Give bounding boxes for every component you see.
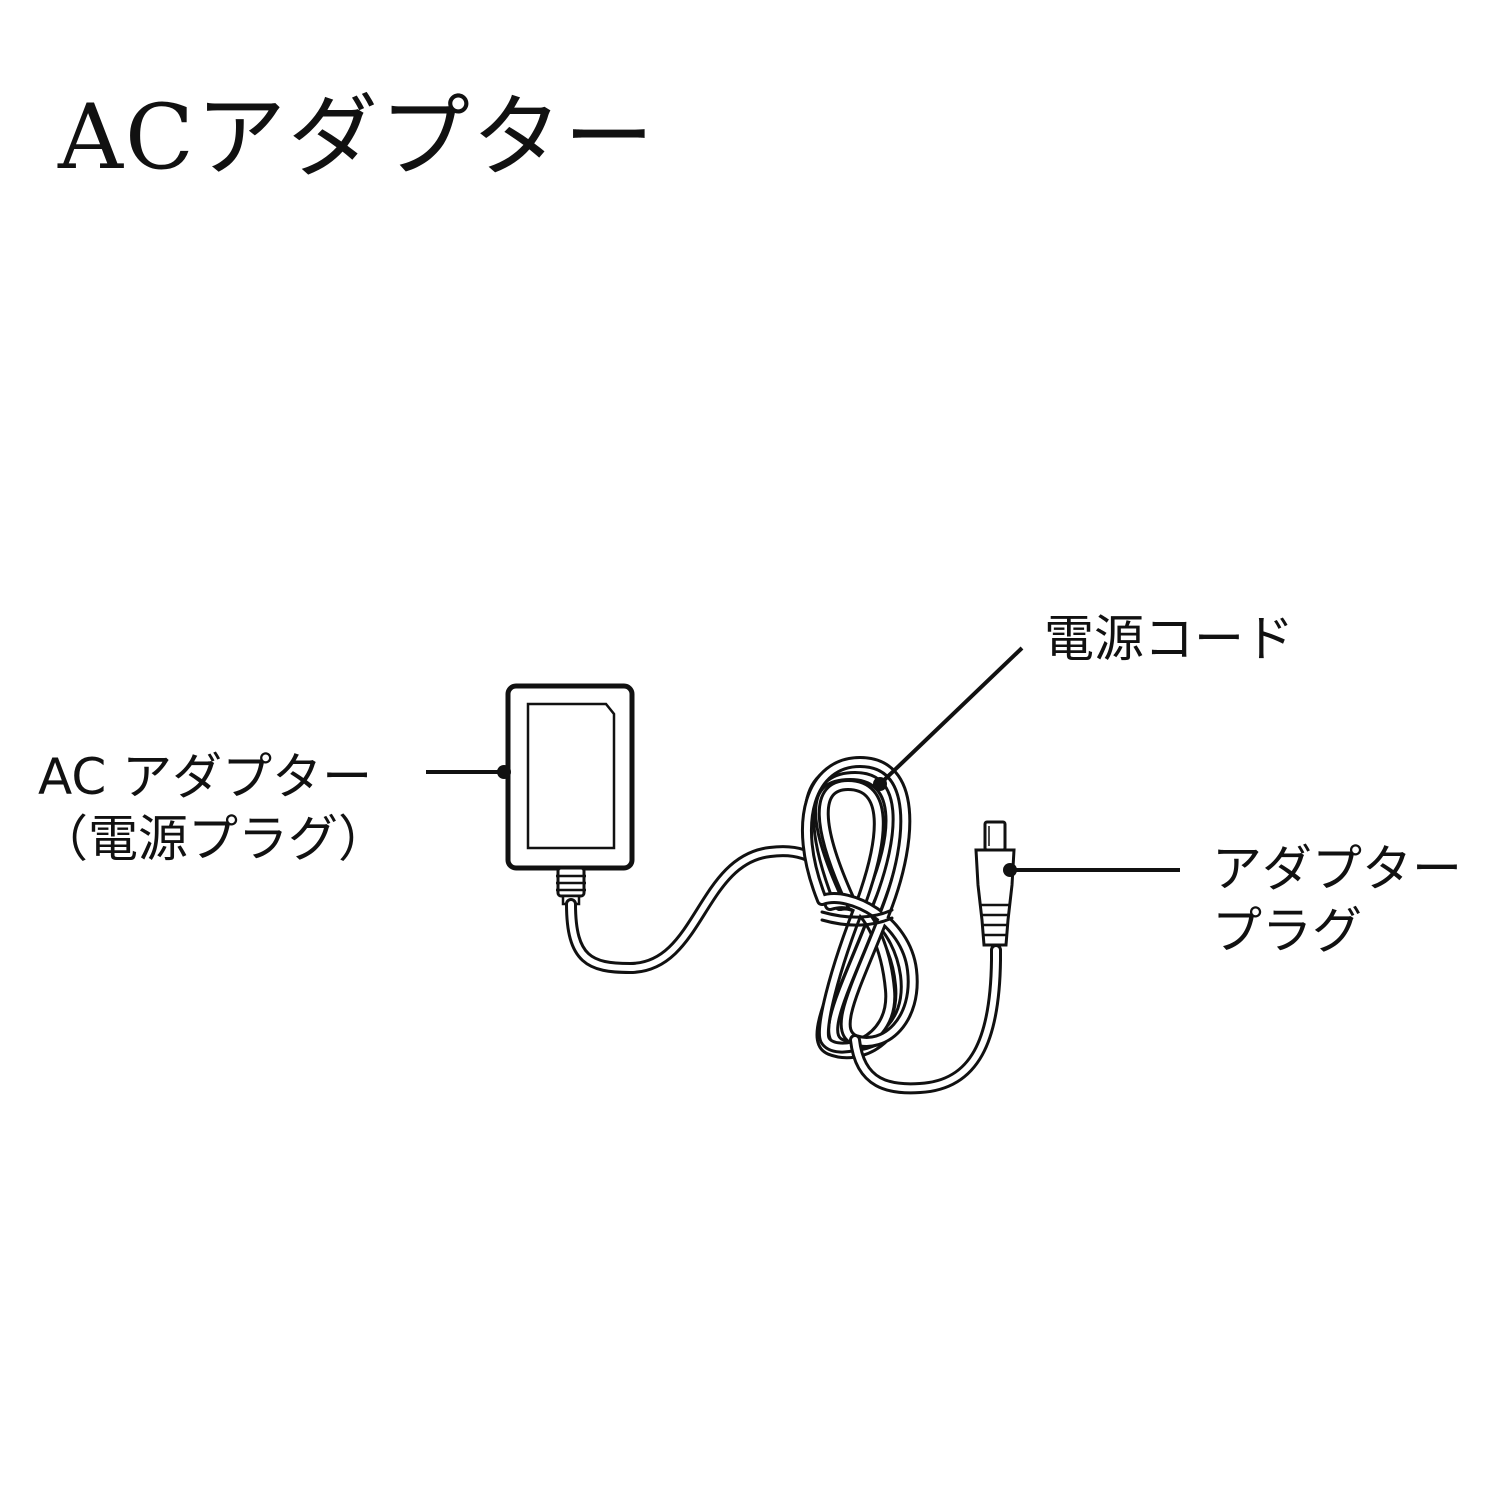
label-ac-adapter: AC アダプター （電源プラグ）	[38, 746, 388, 870]
label-adapter-plug-line1: アダプター	[1212, 840, 1462, 898]
adapter-body	[505, 683, 635, 871]
power-cord	[565, 755, 1002, 1095]
leader-adapter	[426, 765, 511, 779]
leader-cord	[873, 646, 1024, 791]
label-adapter-plug: アダプター プラグ	[1212, 838, 1462, 962]
adapter-plug	[974, 820, 1016, 947]
page-title: ACアダプター	[58, 85, 656, 190]
label-adapter-plug-line2: プラグ	[1212, 902, 1362, 960]
label-power-cord: 電源コード	[1044, 610, 1294, 668]
cord-coil	[800, 755, 919, 1060]
label-ac-adapter-line1: AC アダプター	[38, 748, 373, 806]
leader-plug	[1003, 863, 1180, 877]
label-ac-adapter-line2: （電源プラグ）	[38, 810, 388, 868]
